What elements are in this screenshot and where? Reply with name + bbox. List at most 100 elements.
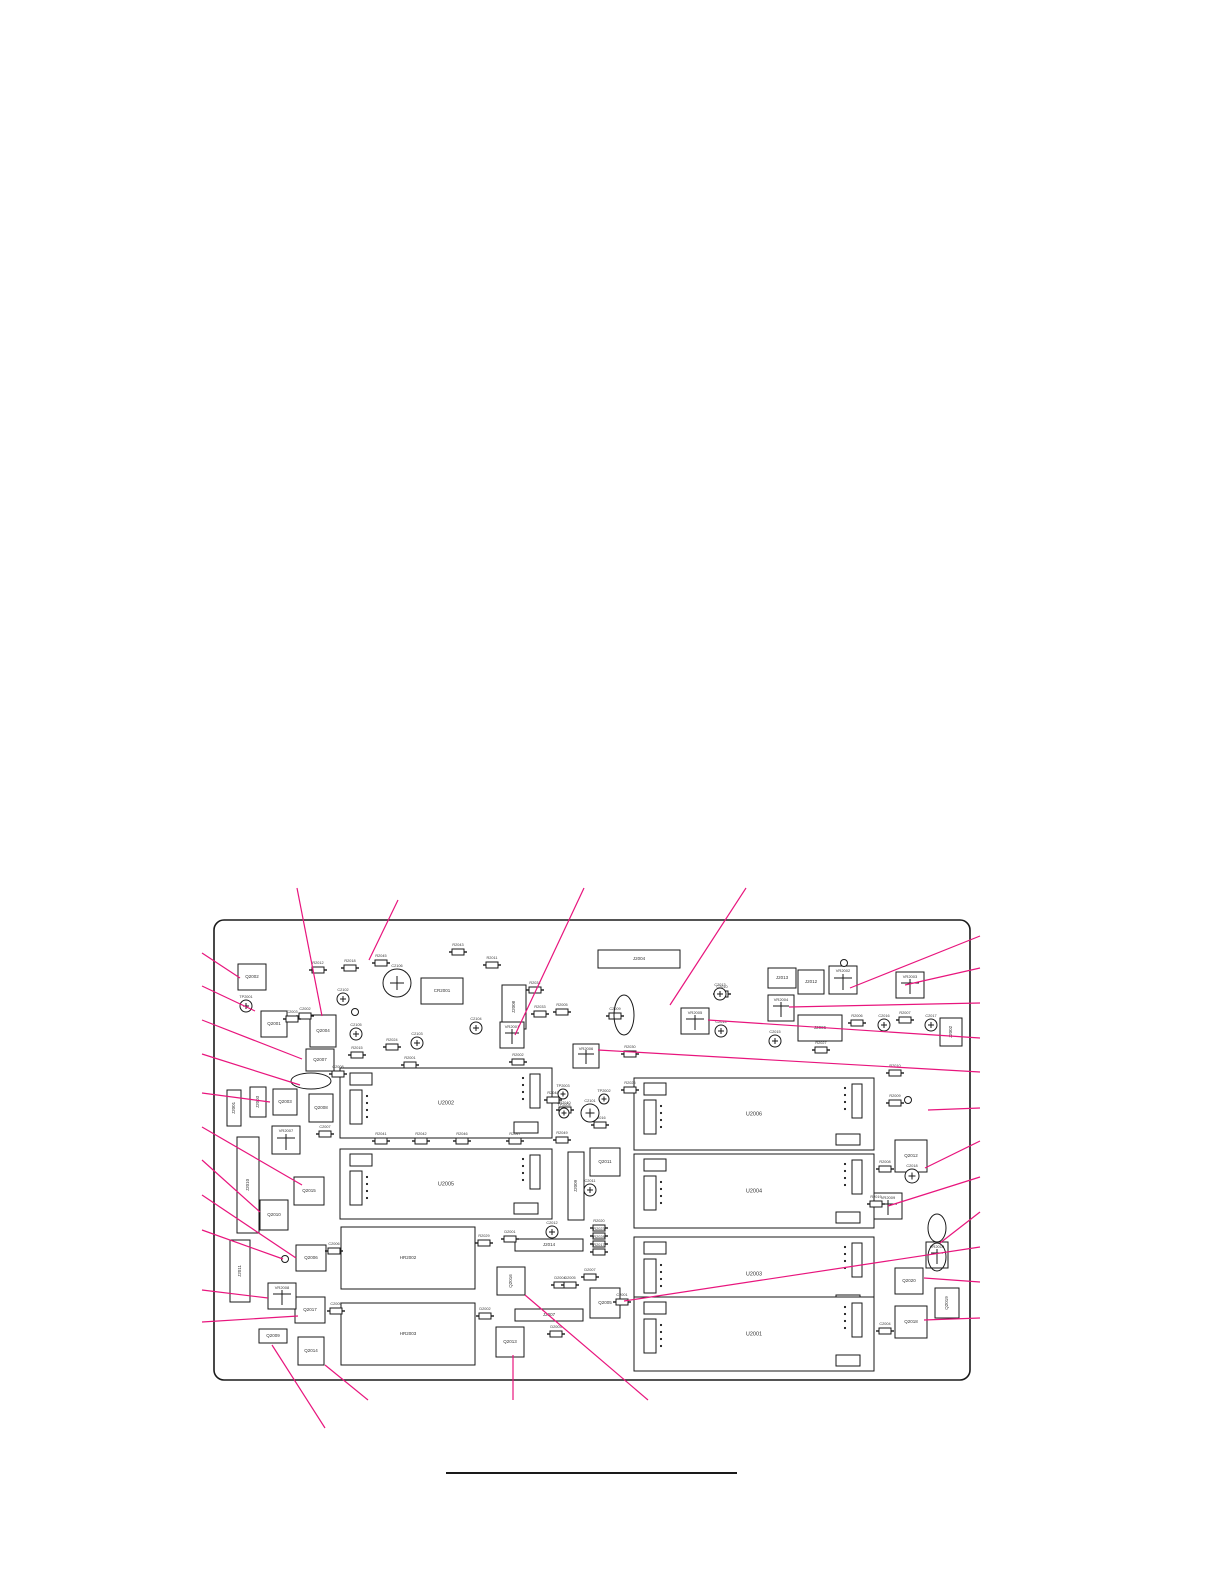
component-body — [339, 1067, 553, 1139]
component-label: TP2002 — [597, 1089, 610, 1093]
component-r2017: R2017 — [590, 1243, 608, 1256]
module-pin — [843, 1305, 847, 1309]
callout-leader-line — [201, 1126, 303, 1186]
component-body — [485, 961, 499, 969]
component-label: J2001 — [231, 1101, 236, 1114]
component-label: C2016 — [878, 1014, 889, 1018]
module-pin — [365, 1108, 369, 1112]
component-c2013: C2013 — [713, 983, 727, 1001]
component-label: R2041 — [375, 1132, 386, 1136]
module-pad — [643, 1082, 667, 1096]
component-u2005: U2005 — [339, 1148, 553, 1220]
component-body — [451, 948, 465, 956]
component-c2018: C2018 — [904, 1164, 920, 1184]
component-hr2003: HR2003 — [340, 1302, 476, 1366]
component-label: C2003 — [286, 1010, 297, 1014]
callout-leader-line — [924, 1140, 981, 1169]
module-pin — [659, 1125, 663, 1129]
component-body — [508, 1137, 522, 1145]
component-label: C2004 — [879, 1322, 890, 1326]
component-body — [623, 1086, 637, 1094]
component-body — [260, 1010, 288, 1038]
component-label: R2011 — [487, 956, 498, 960]
module-pin — [659, 1187, 663, 1191]
module-header — [349, 1089, 363, 1125]
module-pin — [659, 1104, 663, 1108]
component-label: R2016 — [594, 1116, 605, 1120]
callout-leader-line — [669, 887, 747, 1006]
component-body — [385, 1043, 399, 1051]
component-r2019: R2019 — [867, 1195, 885, 1208]
component-r2024: R2024 — [383, 1038, 401, 1051]
module-pin — [659, 1201, 663, 1205]
component-label: VR2004 — [774, 997, 789, 1002]
component-body — [293, 1176, 325, 1206]
module-header — [643, 1318, 657, 1354]
component-r2042: R2042 — [412, 1132, 430, 1145]
component-j2001: J2001 — [226, 1089, 242, 1127]
module-pin — [843, 1100, 847, 1104]
component-body — [258, 1328, 288, 1344]
component-body — [894, 1305, 928, 1339]
module-header — [851, 1242, 863, 1278]
component-label: R2029 — [478, 1234, 489, 1238]
component-label: TP2004 — [557, 1103, 570, 1107]
component-q2002: Q2002 — [237, 963, 267, 991]
component-body — [563, 1281, 577, 1289]
module-pad — [513, 1121, 539, 1134]
component-label: C2103 — [411, 1032, 422, 1036]
module-pin — [521, 1090, 525, 1094]
component-r2016: R2016 — [591, 1116, 609, 1129]
component-label: J2007 — [543, 1312, 556, 1317]
module-pin — [659, 1263, 663, 1267]
module-pin — [843, 1259, 847, 1263]
testpoint-ring — [840, 959, 848, 967]
component-label: R2030 — [624, 1045, 635, 1049]
component-label: U2003 — [746, 1271, 762, 1277]
component-label: R2042 — [415, 1132, 426, 1136]
component-label: R2015 — [351, 1046, 362, 1050]
component-body — [608, 1012, 622, 1020]
component-r2018: R2018 — [341, 959, 359, 972]
module-pad — [835, 1133, 861, 1146]
component-label: TP2001 — [239, 995, 252, 999]
component-label: Q2015 — [302, 1188, 316, 1193]
component-c2016: C2016 — [877, 1014, 891, 1032]
component-r2043: R2043 — [449, 943, 467, 956]
module-pad — [349, 1072, 373, 1086]
component-label: C2104 — [470, 1017, 481, 1021]
component-label: Q2020 — [902, 1278, 916, 1283]
module-pin — [659, 1118, 663, 1122]
component-vr2002: VR2002 — [828, 965, 858, 995]
component-q2004: Q2004 — [309, 1014, 337, 1048]
callout-leader-line — [707, 1019, 981, 1039]
component-label: C2106 — [391, 964, 402, 968]
component-r2033: R2033 — [531, 1005, 549, 1018]
module-pin — [843, 1093, 847, 1097]
component-c2012: C2012 — [545, 1221, 559, 1239]
component-label: R2024 — [386, 1038, 397, 1042]
component-body — [340, 1302, 476, 1366]
component-label: R2043 — [452, 943, 463, 947]
component-body — [633, 1077, 875, 1151]
component-body — [309, 1014, 337, 1048]
component-body — [814, 1046, 828, 1054]
callout-leader-line — [201, 1159, 261, 1213]
component-label: C2011 — [585, 1179, 596, 1183]
component-label: TP2003 — [556, 1084, 569, 1088]
component-label: C2012 — [546, 1221, 557, 1225]
component-label: Q2010 — [267, 1212, 281, 1217]
component-label: Q2018 — [904, 1319, 918, 1324]
component-r2006: R2006 — [848, 1014, 866, 1027]
component-j2014: J2014 — [514, 1238, 584, 1252]
leader-line-layer — [201, 887, 981, 1429]
component-d2005: D2005 — [561, 1276, 579, 1289]
component-body — [259, 1199, 289, 1231]
module-pin — [843, 1252, 847, 1256]
component-label: Q2001 — [267, 1021, 281, 1026]
component-body — [549, 1330, 563, 1338]
component-label: Q2003 — [278, 1099, 292, 1104]
component-body — [478, 1312, 492, 1320]
